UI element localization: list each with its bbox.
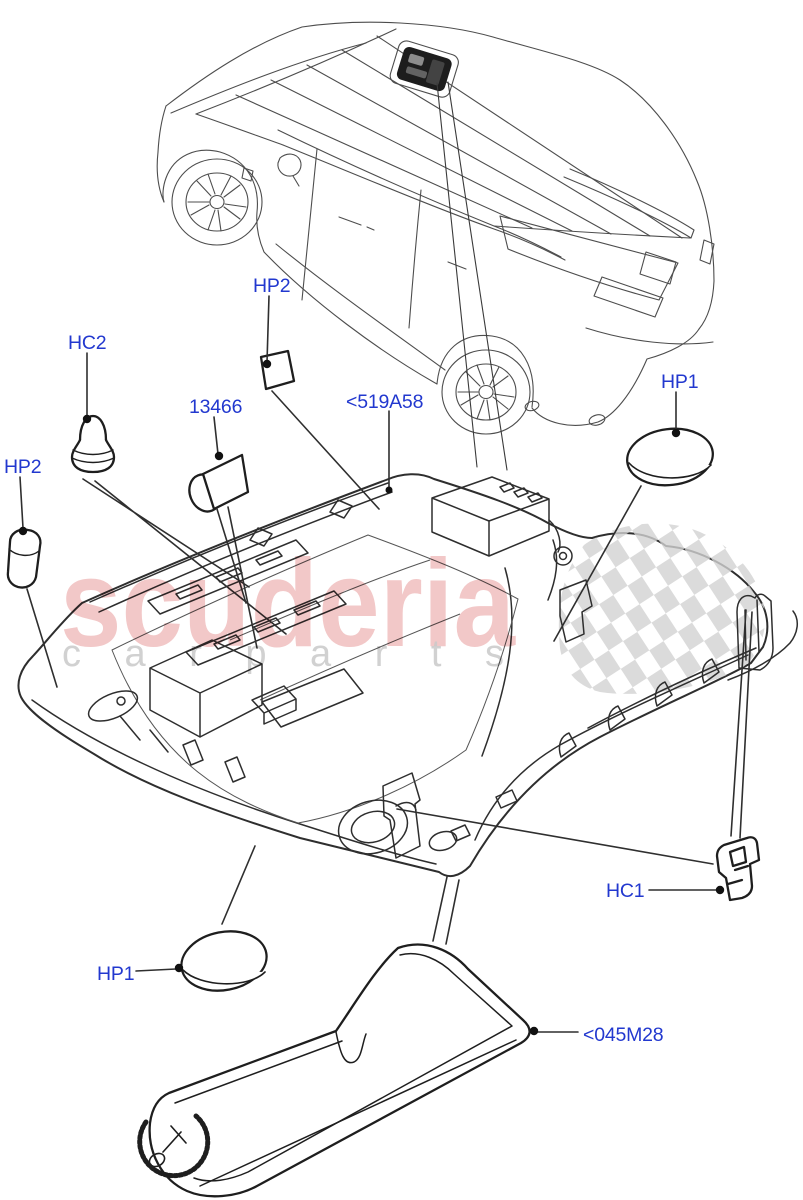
car-rear-wheel — [441, 349, 531, 435]
part-label-hp1-right[interactable]: HP1 — [661, 371, 699, 393]
leader-tray-locators — [432, 876, 460, 945]
roof-unit-leader-lines — [436, 81, 508, 471]
roof-panel-left-edge — [481, 539, 558, 757]
car-rear-lower — [531, 328, 700, 426]
console-rect-opening — [261, 668, 364, 728]
car-door-handle-front — [338, 216, 375, 231]
part-hp1-right-cap — [626, 427, 714, 487]
leader-hp2-left — [19, 476, 24, 529]
leader-hc1-locators — [396, 609, 753, 865]
car-cowl-line — [195, 28, 397, 115]
console-top-rail — [89, 482, 393, 613]
leader-hp2-top — [266, 295, 270, 363]
car-exhaust-left — [524, 400, 540, 412]
console-mid-bracket — [559, 579, 593, 643]
car-exhaust-right — [588, 414, 606, 426]
part-label-hp1-bottom[interactable]: HP1 — [97, 963, 135, 985]
console-slotted-rails — [147, 539, 347, 666]
part-045m28-tray — [137, 943, 531, 1198]
console-rail-clips — [249, 499, 353, 547]
part-label-045m28[interactable]: <045M28 — [583, 1024, 664, 1046]
car-taillight-left — [639, 251, 677, 285]
car-rear-wheel-arch — [436, 334, 534, 408]
leader-hc2-locators — [82, 478, 287, 635]
checker-flag-watermark — [558, 523, 766, 694]
car-plate-recess — [593, 276, 664, 318]
part-hc1-clip — [715, 836, 761, 902]
console-receptacle — [382, 772, 421, 859]
car-rear-door-seam — [408, 189, 422, 329]
part-label-519a58[interactable]: <519A58 — [346, 391, 423, 413]
leader-13466 — [213, 416, 219, 455]
part-label-hp2-left[interactable]: HP2 — [4, 456, 42, 478]
tray-serration — [137, 1113, 211, 1179]
car-roof-rear-edge — [493, 225, 691, 239]
console-oval-boss — [87, 690, 139, 722]
leader-hp1-right-locator — [553, 485, 642, 642]
console-tabs — [119, 715, 246, 783]
leader-lines — [18, 295, 753, 1036]
console-corner-bracket — [727, 593, 798, 681]
roof-console-unit — [389, 40, 459, 98]
car-bumper-crease — [585, 327, 714, 345]
leader-hp2-left-locator — [26, 588, 58, 688]
watermark-subtitle-text: carparts — [62, 633, 532, 675]
car-door-handle-rear — [447, 261, 467, 270]
roof-panel-teeth — [450, 658, 720, 842]
overhead-console-assembly — [17, 473, 798, 878]
part-label-hc2[interactable]: HC2 — [68, 332, 107, 354]
console-bottom-rim — [31, 699, 437, 865]
roof-panel-inner-rim — [474, 647, 757, 841]
console-ecu-block — [431, 476, 573, 566]
leader-hp1-bottom — [135, 968, 177, 972]
leader-hp1-bottom-locator — [221, 845, 256, 925]
part-13466-switch — [188, 453, 250, 513]
car-spoiler — [563, 168, 695, 239]
part-hp2-top-pad — [259, 349, 296, 391]
car-front-bumper — [156, 105, 167, 203]
car-a-pillar — [195, 113, 284, 146]
car-front-door-seam — [301, 148, 318, 301]
car-belt-line — [282, 144, 566, 261]
car-drip-rail — [277, 129, 562, 258]
car-sill — [256, 211, 438, 385]
small-parts — [6, 349, 761, 1198]
car-fender-vent — [241, 167, 254, 182]
part-hc2-grommet — [70, 414, 116, 474]
part-label-hp2-top[interactable]: HP2 — [253, 275, 291, 297]
car-roof-silhouette — [165, 21, 715, 330]
console-lamp-unit — [149, 639, 297, 738]
part-hp2-left-plug — [6, 528, 42, 589]
car-mirror — [277, 153, 302, 187]
part-labels: HP2 HC2 13466 <519A58 HP1 HP2 HC1 HP1 <0… — [4, 275, 699, 1046]
console-boss-pin — [116, 696, 126, 706]
car-door-crease — [275, 243, 446, 371]
tray-hinge-pin — [162, 1125, 187, 1153]
car-taillight-right — [699, 239, 715, 265]
watermark: scuderia carparts — [60, 535, 532, 675]
vehicle-illustration — [156, 21, 715, 471]
car-front-wheel — [171, 158, 263, 246]
car-rear-window — [499, 215, 679, 301]
part-label-hc1[interactable]: HC1 — [606, 880, 645, 902]
part-label-13466[interactable]: 13466 — [189, 396, 242, 418]
console-lamp-opening — [337, 799, 458, 855]
car-roof-ribs — [235, 35, 683, 239]
part-hp1-bottom-cap — [180, 930, 268, 992]
leader-hp2-top-locator — [271, 390, 380, 510]
watermark-brand-text: scuderia — [60, 535, 516, 673]
leader-13466-locators — [216, 506, 258, 649]
car-hood-seam — [170, 42, 367, 114]
